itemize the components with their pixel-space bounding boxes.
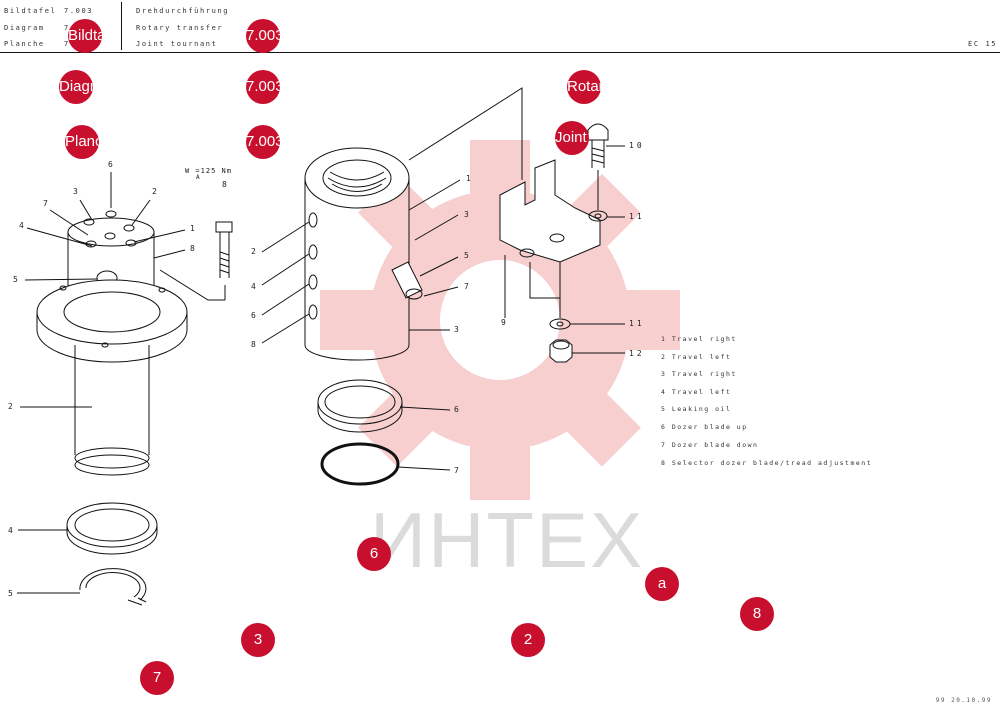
badge-rotary-transfer[interactable]: Rotary transfer: [567, 70, 601, 104]
badge-planche[interactable]: Planche: [65, 125, 99, 159]
torque-note: W =125 Nm: [185, 167, 232, 175]
callout-mid-3a: 3: [464, 210, 469, 219]
callout-mid-3b: 3: [454, 325, 459, 334]
badge-7003-a[interactable]: 7.003: [246, 19, 280, 53]
callout-right-11a: 11: [629, 212, 645, 221]
callout-left-2b: 2: [8, 402, 13, 411]
footer-date: 99 20.10.99: [935, 697, 992, 704]
callout-left-2: 2: [152, 187, 157, 196]
callout-left-8a: 8: [190, 244, 195, 253]
header-rule: [0, 52, 1000, 53]
callout-left-4b: 4: [8, 526, 13, 535]
header-vertical-rule: [121, 2, 122, 50]
callout-mid-4: 4: [251, 282, 256, 291]
header-title-de: Drehdurchführung: [136, 7, 230, 15]
header-label-diagram: Diagram: [4, 24, 45, 32]
callout-mid-5: 5: [464, 251, 469, 260]
callout-right-10: 10: [629, 141, 645, 150]
callout-right-11b: 11: [629, 319, 645, 328]
badge-8[interactable]: 8: [740, 597, 774, 631]
legend-item-7: 7 Dozer blade down: [661, 441, 759, 449]
legend-item-4: 4 Travel left: [661, 388, 732, 396]
callout-left-5b: 5: [8, 589, 13, 598]
badge-3[interactable]: 3: [241, 623, 275, 657]
callout-mid-8: 8: [251, 340, 256, 349]
header-value-planche: 7: [64, 40, 70, 48]
header-label-bildtafel: Bildtafel: [4, 7, 57, 15]
badge-2[interactable]: 2: [511, 623, 545, 657]
legend-item-2: 2 Travel left: [661, 353, 732, 361]
callout-mid-6b: 6: [454, 405, 459, 414]
rotary-housing-middle: [304, 87, 523, 486]
callout-right-9: 9: [501, 318, 506, 327]
badge-7003-b[interactable]: 7.003: [246, 70, 280, 104]
callout-left-6: 6: [108, 160, 113, 169]
legend-item-6: 6 Dozer blade up: [661, 423, 748, 431]
badge-6[interactable]: 6: [357, 537, 391, 571]
callout-mid-6a: 6: [251, 311, 256, 320]
callout-left-5a: 5: [13, 275, 18, 284]
badge-7003-c[interactable]: 7.003: [246, 125, 280, 159]
badge-bildtafel[interactable]: Bildtafel: [68, 19, 102, 53]
callout-mid-7a: 7: [464, 282, 469, 291]
callout-mid-2: 2: [251, 247, 256, 256]
header-value-diagram: 7: [64, 24, 70, 32]
header-value-bildtafel: 7.003: [64, 7, 94, 15]
legend-item-5: 5 Leaking oil: [661, 405, 732, 413]
header-title-fr: Joint tournant: [136, 40, 218, 48]
badge-joint-tournant[interactable]: Joint tournant: [555, 121, 589, 155]
badge-a[interactable]: a: [645, 567, 679, 601]
header-label-planche: Planche: [4, 40, 45, 48]
mounting-bracket-right: [499, 123, 609, 363]
rotary-joint-left: [36, 210, 233, 606]
callout-left-1: 1: [190, 224, 195, 233]
torque-subscript: A: [196, 174, 200, 181]
legend-item-1: 1 Travel right: [661, 335, 737, 343]
callout-leader-lines: [17, 145, 625, 594]
callout-left-4: 4: [19, 221, 24, 230]
callout-left-3: 3: [73, 187, 78, 196]
callout-mid-1: 1: [466, 174, 471, 183]
badge-7[interactable]: 7: [140, 661, 174, 695]
callout-mid-7b: 7: [454, 466, 459, 475]
callout-left-8b: 8: [222, 180, 227, 189]
legend-item-3: 3 Travel right: [661, 370, 737, 378]
callout-right-12: 12: [629, 349, 645, 358]
legend-item-8: 8 Selector dozer blade/tread adjustment: [661, 459, 873, 467]
watermark-text: ИНТЕХ: [370, 496, 645, 584]
header-corner-code: EC 15: [968, 40, 998, 48]
badge-diagram[interactable]: Diagram: [59, 70, 93, 104]
header-title-en: Rotary transfer: [136, 24, 224, 32]
callout-left-7: 7: [43, 199, 48, 208]
